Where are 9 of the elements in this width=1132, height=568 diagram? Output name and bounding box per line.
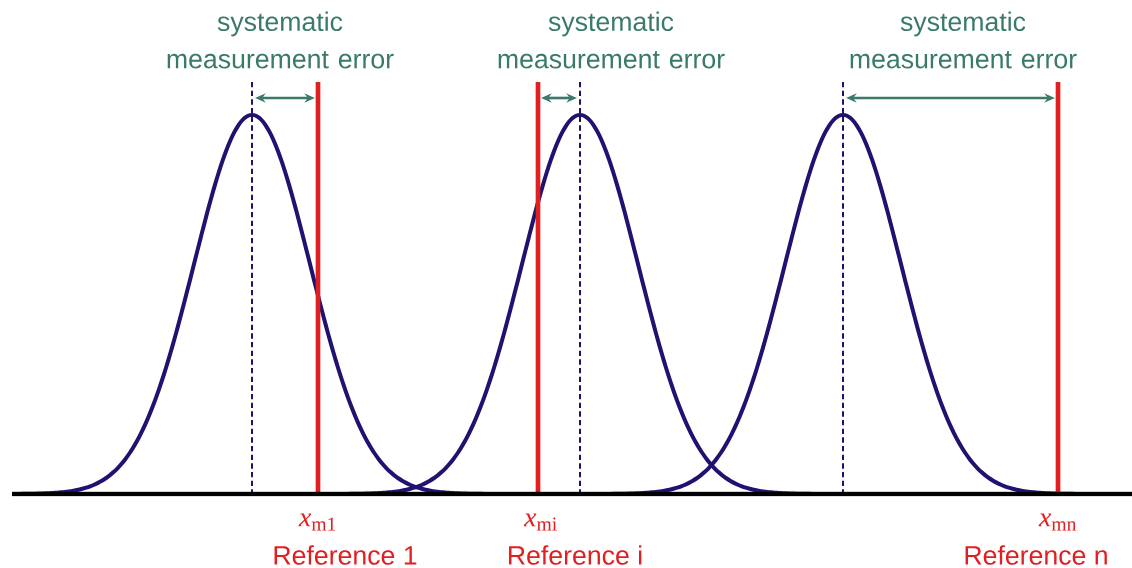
- reference-label: Reference i: [509, 545, 642, 565]
- math-label: x$_{mn}$: [1038, 513, 1077, 531]
- math-label: x$_{m1}$: [298, 513, 336, 531]
- reference-label: Reference 1: [274, 545, 417, 565]
- annotation-text: systematic measurement error: [850, 11, 1077, 69]
- annotation-text: systematic measurement error: [167, 11, 394, 69]
- reference-label: Reference n: [965, 545, 1107, 565]
- annotation-text: systematic measurement error: [498, 11, 725, 69]
- math-label: x$_{mi}$: [523, 513, 557, 531]
